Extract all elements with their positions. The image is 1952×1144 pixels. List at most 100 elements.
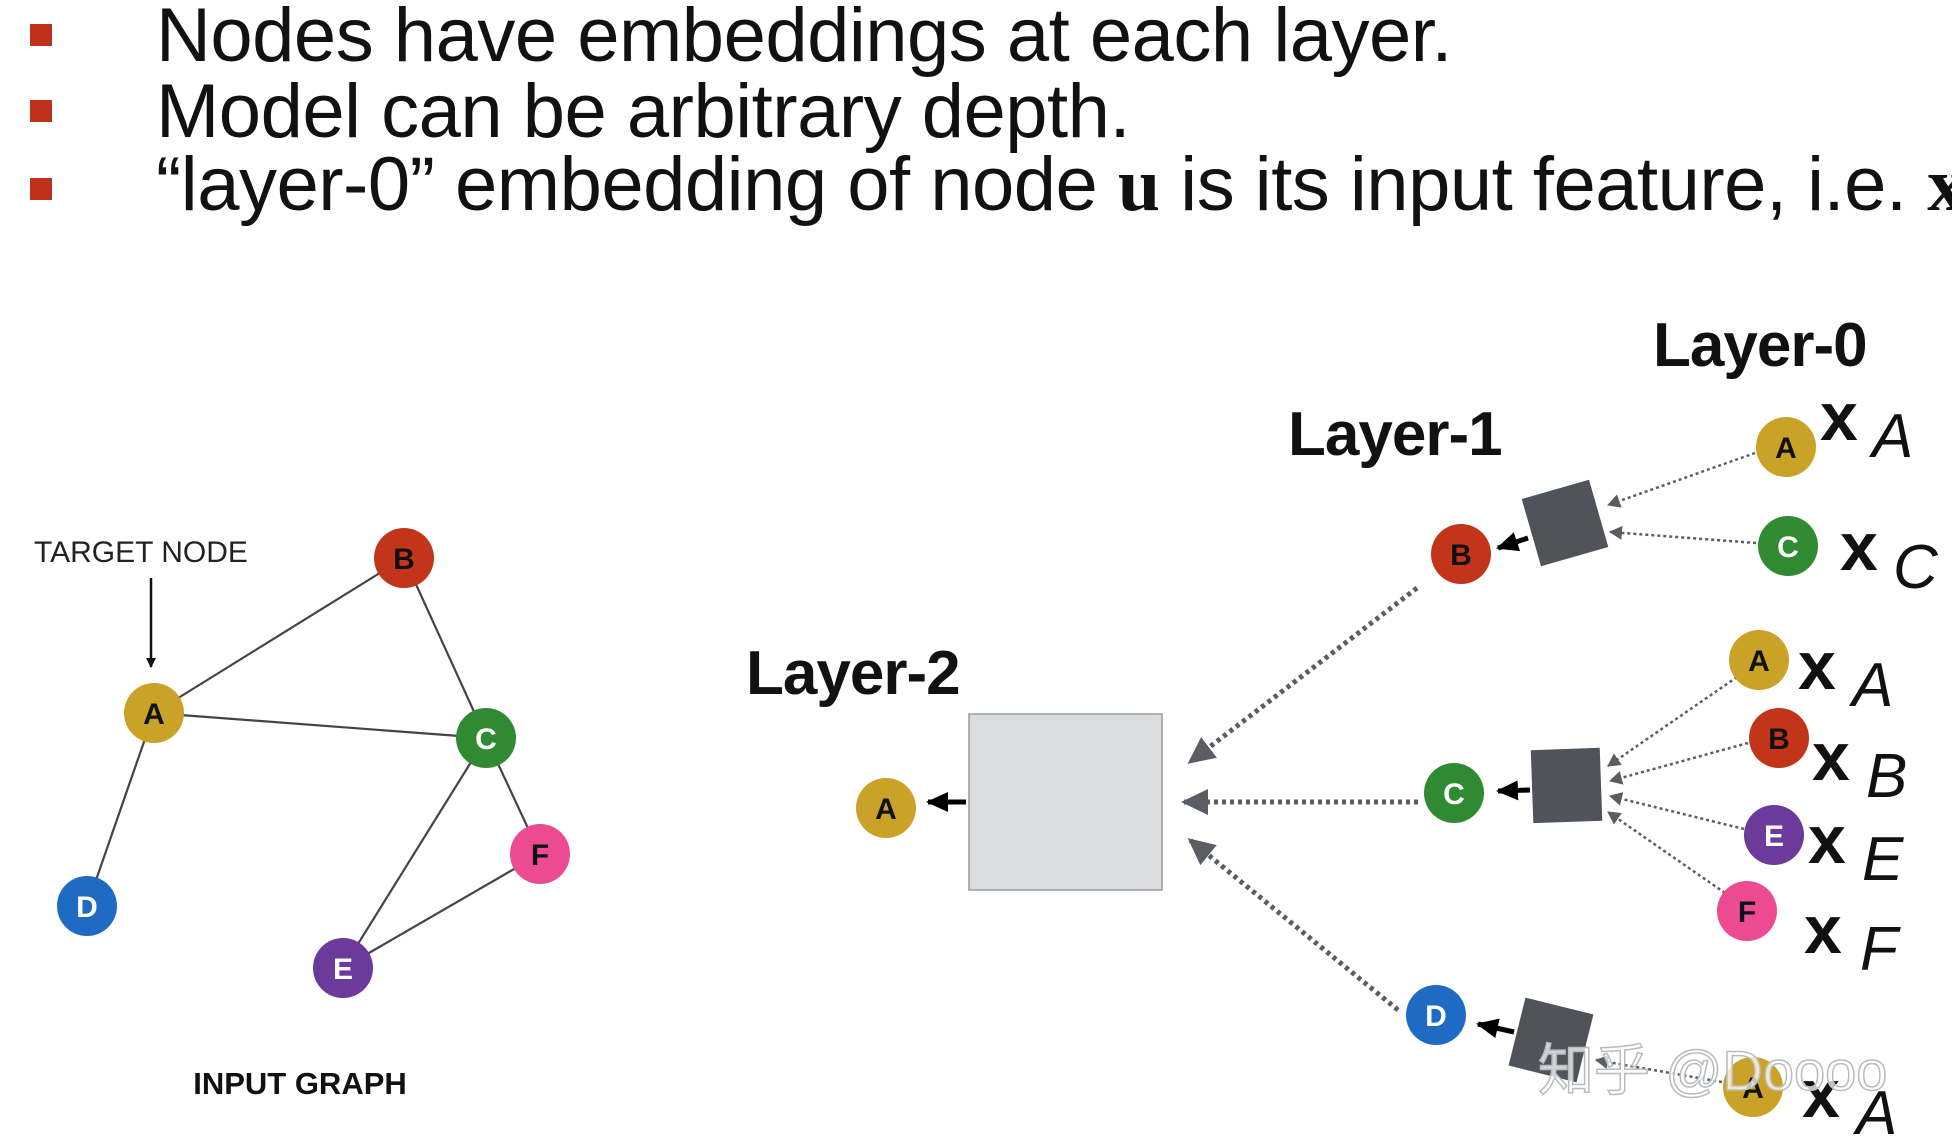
bullet-item-2: Model can be arbitrary depth. [30,66,1131,156]
feature-subscript: A [1848,651,1893,720]
graph-node-e: E [313,938,373,998]
graph-node-f: F [510,824,570,884]
node-label: E [1764,820,1784,853]
watermark-text: 知乎 @Doooo [1538,1039,1887,1102]
feature-x-a-3: x A [1802,1056,1897,1144]
feature-subscript: A [1852,1079,1897,1144]
layer-0-node-f-mid: F [1717,881,1777,941]
layer-0-node-a-mid: A [1729,630,1789,690]
node-label: A [1775,432,1797,465]
bullet-marker-icon [30,100,52,122]
feature-subscript: C [1893,533,1939,602]
node-label: A [875,793,897,826]
graph-node-d: D [57,876,117,936]
feature-x-f: x F [1804,892,1901,984]
feature-symbol: x [1804,892,1842,968]
message-arrow-icon [1609,792,1745,831]
feature-subscript: F [1860,915,1901,984]
node-label: A [143,698,165,731]
graph-node-c: C [456,708,516,768]
message-arrow-icon [1609,741,1749,785]
layer-2-title: Layer-2 [746,639,960,708]
layer-0-node-b-mid: B [1749,708,1809,768]
bullet-text: Model can be arbitrary depth. [156,68,1131,154]
bullet-item-1: Nodes have embeddings at each layer. [30,0,1452,80]
layer-1-aggregator-c [1530,747,1603,824]
feature-subscript: A [1868,402,1913,471]
node-label: D [76,891,98,924]
graph-edge-a-c [153,711,487,740]
output-arrow-icon [1476,1018,1515,1039]
node-label: B [393,543,415,576]
node-label: B [1768,723,1790,756]
layer-1-node-b: B [1431,524,1491,584]
feature-x-a-2: x A [1798,628,1893,720]
layer-0-node-e-mid: E [1744,805,1804,865]
feature-x-b: x B [1812,719,1907,811]
graph-edge-c-e [342,737,487,969]
feature-x-e: x E [1808,802,1904,894]
message-arrow-icon [1607,810,1726,895]
node-label: F [531,839,549,872]
layer-2-aggregator [968,713,1163,891]
bullet-marker-icon [30,24,52,46]
node-label: F [1738,896,1756,929]
message-arrow-icon [1187,838,1400,1012]
bullet-text: Nodes have embeddings at each layer. [156,0,1452,78]
node-label: E [333,953,353,986]
bullet-item-3: “layer-0” embedding of node u is its inp… [30,142,1952,234]
layer-1-title: Layer-1 [1288,400,1502,469]
output-arrow-icon [1496,532,1529,552]
node-label: C [1777,531,1799,564]
feature-symbol: x [1798,628,1836,704]
target-node-label: TARGET NODE [34,536,248,569]
feature-subscript: E [1862,825,1904,894]
feature-symbol: x [1812,719,1850,795]
layer-1-node-c: C [1424,763,1484,823]
feature-variable: x [1927,142,1952,227]
feature-symbol: x [1820,379,1858,455]
graph-node-a: A [124,683,184,743]
graph-edge-a-b [153,557,405,714]
message-arrow-icon [1607,675,1738,768]
node-label: C [475,723,497,756]
feature-symbol: x [1840,509,1878,585]
bullet-marker-icon [30,178,52,200]
graph-edge-e-f [342,853,541,969]
node-label: D [1425,1000,1447,1033]
feature-x-a-1: x A [1820,379,1913,471]
bullet-text: “layer-0” embedding of node u is its inp… [156,141,1952,238]
layer-1-to-2-edges [1181,586,1419,1012]
layer-0-to-b-edges [1607,451,1757,545]
feature-subscript: B [1866,742,1907,811]
graph-edge-b-c [402,557,488,739]
output-arrow-icon [1496,780,1531,801]
layer-1-aggregator-b [1521,479,1609,567]
graph-edge-a-d [85,712,156,907]
feature-symbol: x [1808,802,1846,878]
node-label: A [1742,1072,1764,1105]
layer-1-aggregator-d [1508,997,1594,1083]
node-label: C [1443,778,1465,811]
layer-0-to-c-edges [1607,675,1749,895]
graph-node-b: B [374,528,434,588]
message-arrow-icon [1609,525,1757,545]
layer-0-node-a-bottom: A [1723,1057,1783,1117]
layer-0-node-c-top: C [1758,516,1818,576]
message-arrow-icon [1187,586,1419,764]
node-variable: u [1117,142,1160,227]
bullet-text-part: “layer-0” embedding of node [156,141,1118,227]
layer-0-title: Layer-0 [1653,311,1867,380]
layer-2-node-a: A [856,778,916,838]
layer-0-node-a-top: A [1756,417,1816,477]
input-graph: TARGET NODE A B C D E [34,528,570,1101]
bullet-list: Nodes have embeddings at each layer. Mod… [0,0,1952,290]
input-graph-caption: INPUT GRAPH [193,1066,407,1101]
layer-1-node-d: D [1406,985,1466,1045]
feature-symbol: x [1802,1056,1840,1132]
node-label: A [1748,645,1770,678]
feature-x-c: x C [1840,509,1939,602]
message-arrow-icon [1607,451,1756,508]
node-label: B [1450,539,1472,572]
